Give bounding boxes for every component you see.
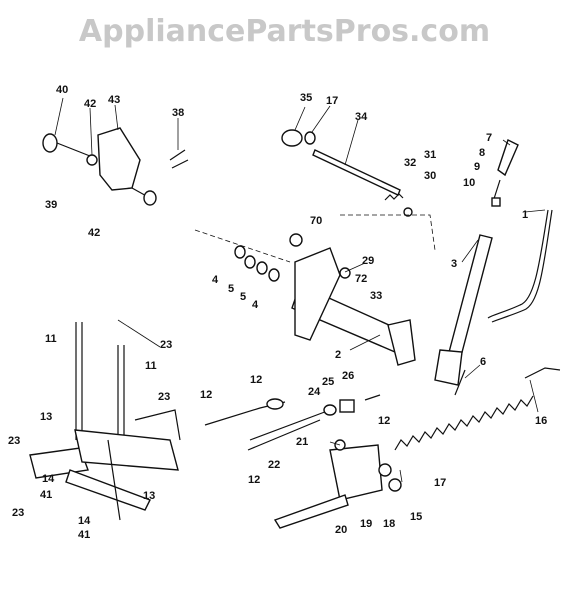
callout-4: 4 [212, 274, 219, 286]
callout-42b: 42 [88, 227, 100, 239]
callout-31: 31 [424, 149, 436, 161]
rod-assembly [281, 129, 413, 247]
callout-5: 5 [228, 283, 234, 295]
callout-16: 16 [535, 415, 547, 427]
callout-30: 30 [424, 170, 436, 182]
callout-9: 9 [474, 161, 480, 173]
callout-6: 6 [480, 356, 486, 368]
link-rods [29, 322, 181, 521]
callout-19: 19 [360, 518, 372, 530]
callout-10: 10 [463, 177, 475, 189]
watermark: AppliancePartsPros.com [78, 14, 491, 49]
callout-12b: 12 [200, 389, 212, 401]
callout-labels: 40 42 43 38 39 42 35 17 34 32 31 30 7 8 … [8, 84, 547, 541]
lift-lever [434, 139, 553, 396]
callout-23d: 23 [12, 507, 24, 519]
callout-1: 1 [522, 209, 528, 221]
callout-13b: 13 [143, 490, 155, 502]
callout-13: 13 [40, 411, 52, 423]
callout-12c: 12 [378, 415, 390, 427]
callout-34: 34 [355, 111, 368, 123]
callout-12: 12 [250, 374, 262, 386]
callout-23: 23 [160, 339, 172, 351]
callout-21: 21 [296, 436, 308, 448]
callout-5b: 5 [240, 291, 246, 303]
callout-24: 24 [308, 386, 321, 398]
knob-bracket-assembly [42, 127, 189, 206]
callout-33: 33 [370, 290, 382, 302]
callout-22: 22 [268, 459, 280, 471]
callout-42: 42 [84, 98, 96, 110]
leader-lines [54, 97, 546, 483]
callout-17b: 17 [434, 477, 446, 489]
callout-35: 35 [300, 92, 312, 104]
callout-7: 7 [486, 132, 492, 144]
callout-8: 8 [479, 147, 485, 159]
callout-41: 41 [40, 489, 52, 501]
callout-38: 38 [172, 107, 184, 119]
cross-shaft [194, 214, 436, 366]
callout-43: 43 [108, 94, 120, 106]
callout-11b: 11 [145, 360, 157, 372]
callout-72: 72 [355, 273, 367, 285]
callout-29: 29 [362, 255, 374, 267]
callout-14: 14 [42, 473, 55, 485]
callout-41b: 41 [78, 529, 90, 541]
callout-3: 3 [451, 258, 457, 270]
spring-bracket [273, 367, 561, 529]
callout-4b: 4 [252, 299, 259, 311]
callout-23b: 23 [158, 391, 170, 403]
callout-12d: 12 [248, 474, 260, 486]
callout-25: 25 [322, 376, 334, 388]
callout-70: 70 [310, 215, 322, 227]
callout-15: 15 [410, 511, 422, 523]
linkage-assembly [204, 394, 381, 451]
callout-26: 26 [342, 370, 354, 382]
callout-18: 18 [383, 518, 395, 530]
callout-23c: 23 [8, 435, 20, 447]
callout-14b: 14 [78, 515, 91, 527]
callout-17: 17 [326, 95, 338, 107]
callout-20: 20 [335, 524, 347, 536]
callout-32: 32 [404, 157, 416, 169]
callout-2: 2 [335, 349, 341, 361]
callout-11: 11 [45, 333, 57, 345]
callout-39: 39 [45, 199, 57, 211]
callout-40: 40 [56, 84, 68, 96]
